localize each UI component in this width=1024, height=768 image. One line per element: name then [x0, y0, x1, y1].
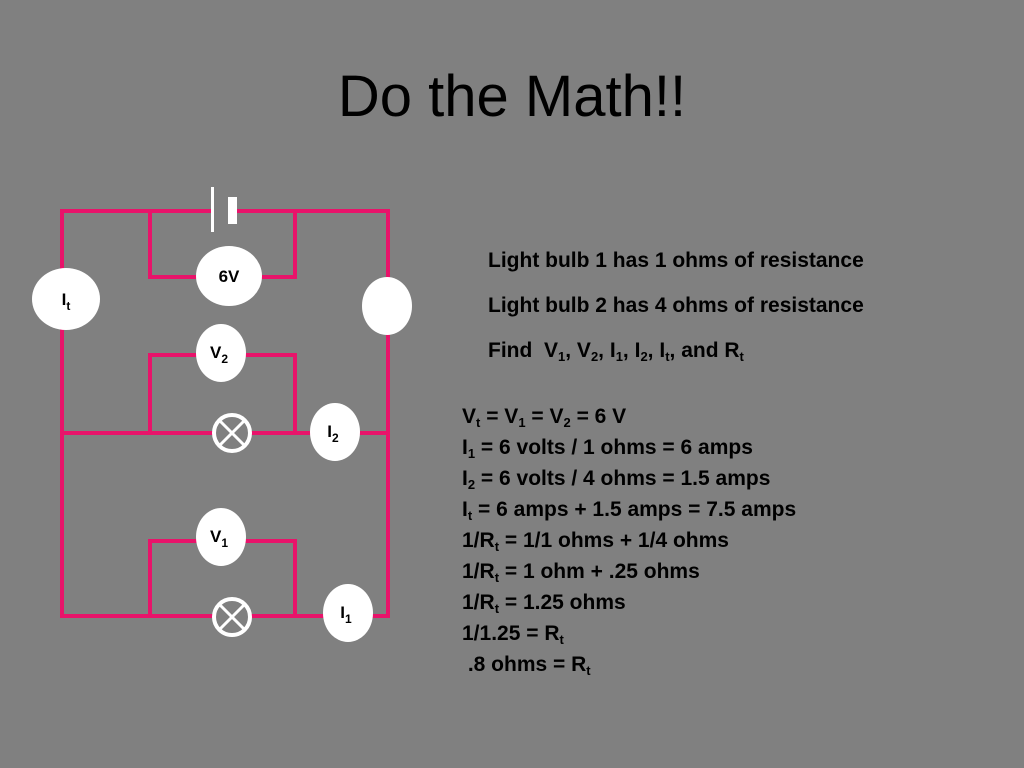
solution-line: It = 6 amps + 1.5 amps = 7.5 amps: [462, 498, 797, 523]
blank-meter: [362, 277, 412, 335]
voltmeter-v2: V2: [196, 324, 246, 382]
svg-text:V1: V1: [210, 527, 228, 550]
ammeter-it: It: [32, 268, 100, 330]
bulb-2-icon: [212, 413, 252, 453]
solution-line: I1 = 6 volts / 1 ohms = 6 amps: [462, 436, 753, 461]
battery-voltmeter: 6V: [196, 246, 262, 306]
find-var-1: V2: [576, 339, 599, 364]
find-var-5: Rt: [724, 339, 744, 364]
svg-text:It: It: [62, 290, 71, 313]
svg-text:V2: V2: [210, 343, 228, 366]
find-statement: Find V1, V2, I1, I2, It, and Rt: [488, 339, 744, 364]
battery-icon: [211, 187, 237, 232]
find-var-4: It: [659, 339, 670, 364]
solution-line: .8 ohms = Rt: [462, 653, 591, 678]
solution-line: Vt = V1 = V2 = 6 V: [462, 405, 627, 430]
find-var-2: I1: [609, 339, 623, 364]
find-var-0: V1: [544, 339, 566, 364]
find-variables: V1, V2, I1, I2, It, and Rt: [544, 339, 744, 364]
bulb-1-icon: [212, 597, 252, 637]
solution-line: 1/Rt = 1.25 ohms: [462, 591, 626, 616]
ammeter-i1: I1: [323, 584, 373, 642]
solution-steps: Vt = V1 = V2 = 6 V I1 = 6 volts / 1 ohms …: [462, 401, 796, 680]
svg-text:I2: I2: [327, 422, 339, 445]
voltmeter-v1: V1: [196, 508, 246, 566]
ammeter-i2: I2: [310, 403, 360, 461]
svg-text:I1: I1: [340, 603, 352, 626]
bulb-1-statement: Light bulb 1 has 1 ohms of resistance: [488, 249, 864, 272]
solution-line: 1/1.25 = Rt: [462, 622, 564, 647]
find-var-3: I2: [634, 339, 648, 364]
slide-title: Do the Math!!: [337, 64, 687, 129]
battery-label: 6V: [219, 267, 240, 286]
given-info: Light bulb 1 has 1 ohms of resistance Li…: [488, 248, 864, 383]
bulb-2-statement: Light bulb 2 has 4 ohms of resistance: [488, 294, 864, 317]
solution-line: 1/Rt = 1 ohm + .25 ohms: [462, 560, 700, 585]
solution-line: 1/Rt = 1/1 ohms + 1/4 ohms: [462, 529, 729, 554]
solution-line: I2 = 6 volts / 4 ohms = 1.5 amps: [462, 467, 771, 492]
